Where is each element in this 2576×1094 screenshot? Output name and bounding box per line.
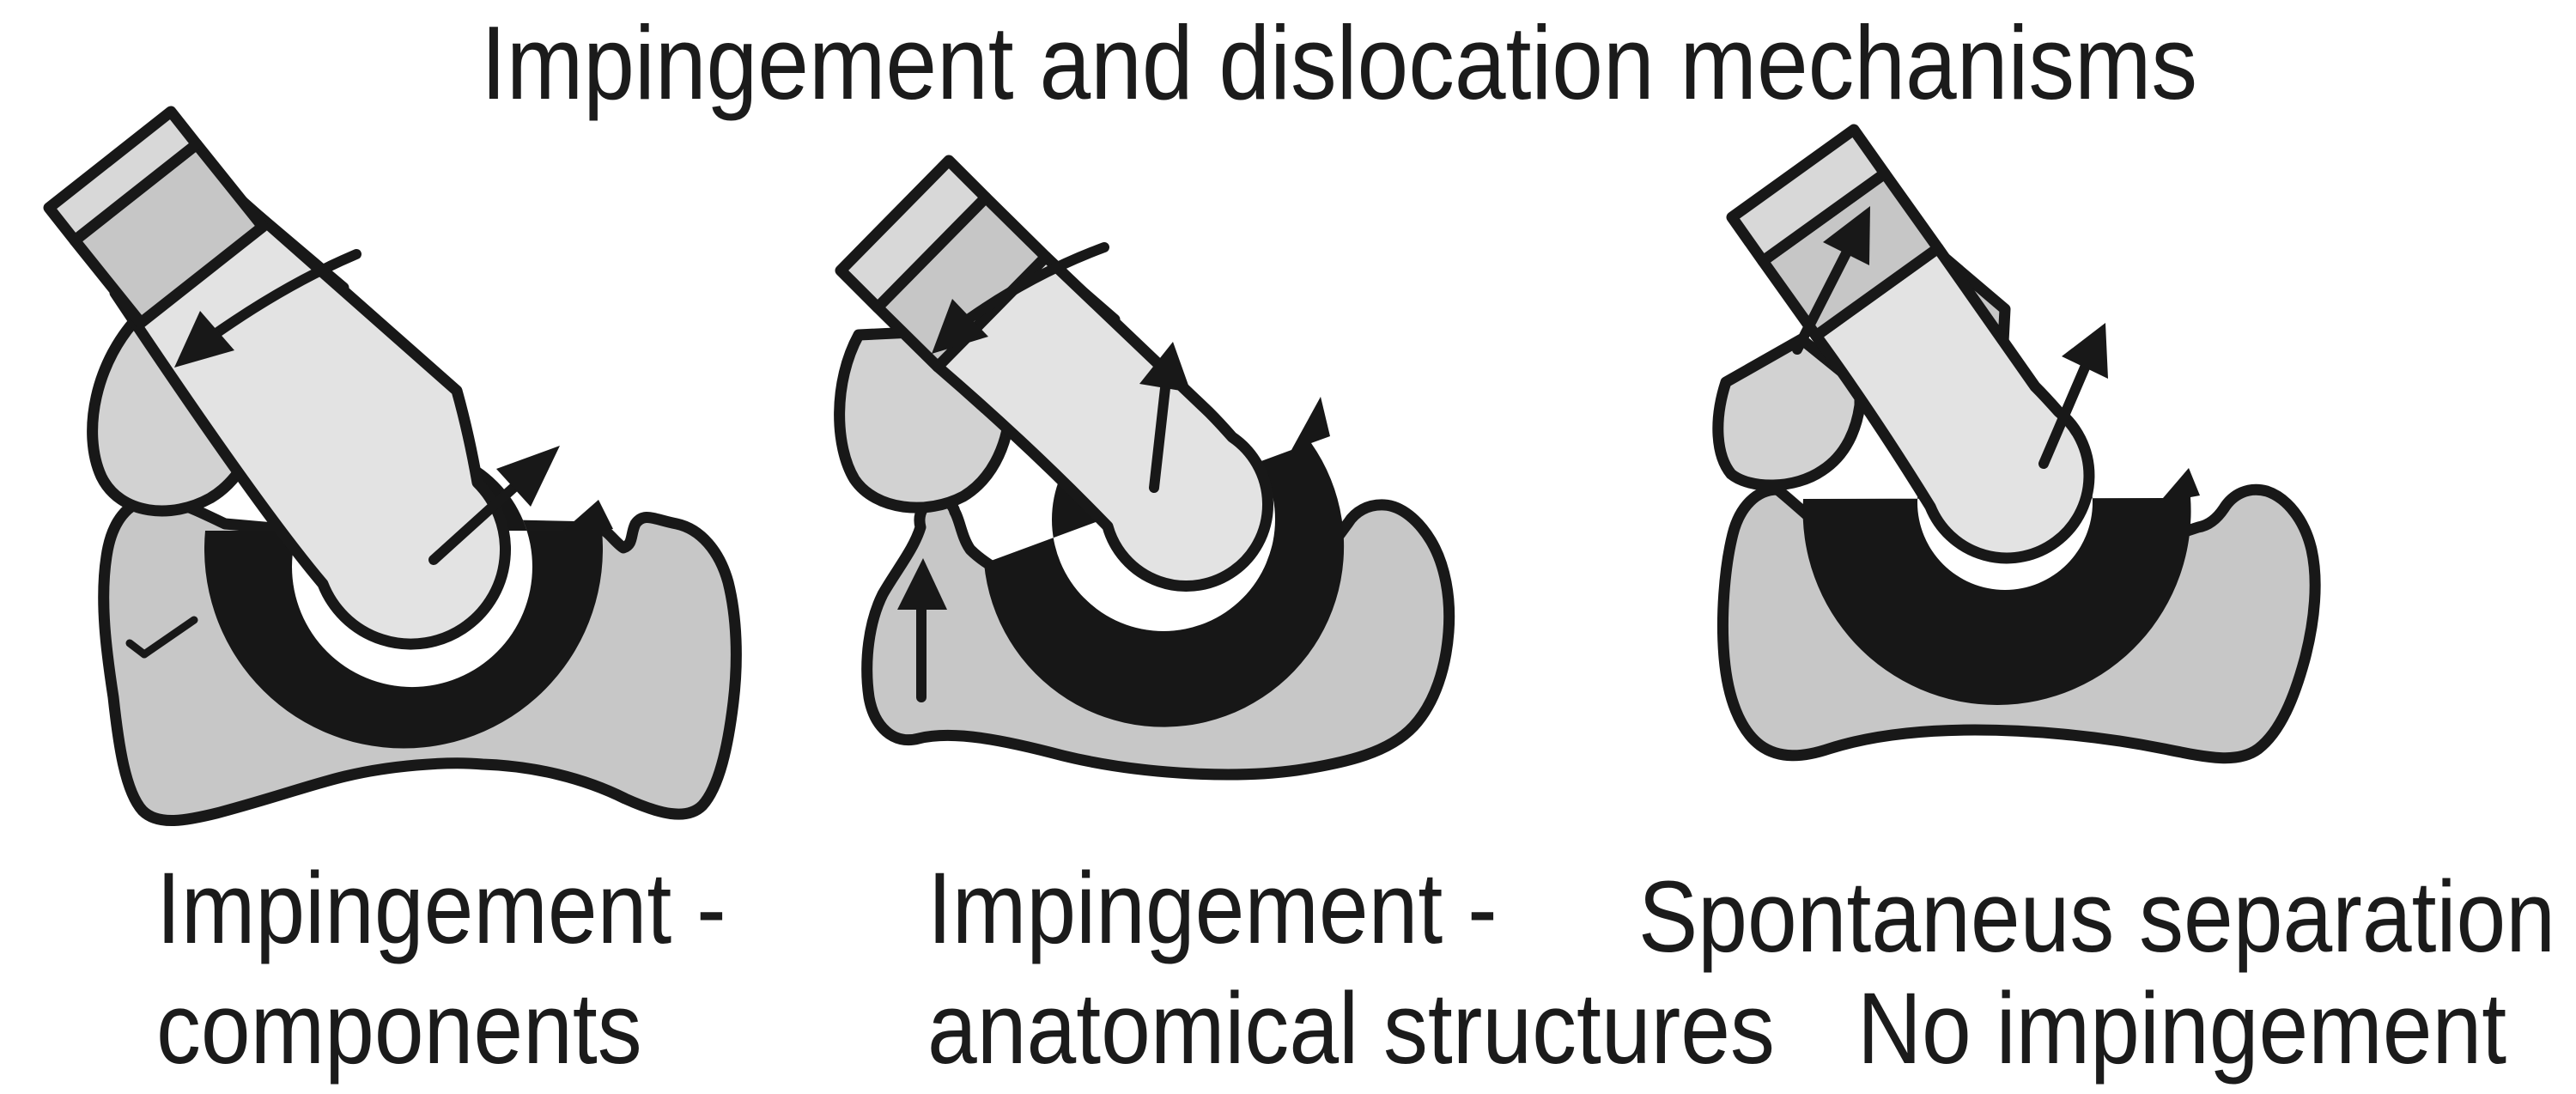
hip-joint-drawing [834, 155, 1455, 781]
dislocation-arrow-icon [428, 446, 560, 565]
caption-impingement-anatomical: Impingement - anatomical structures [927, 848, 1775, 1089]
rotation-arrow-icon [174, 249, 361, 368]
hip-joint-drawing [1712, 124, 2321, 764]
stem-tip [1712, 333, 1866, 491]
dislocation-arrow-icon [2038, 323, 2108, 469]
caption-line: Spontaneus separation [1638, 860, 2556, 974]
dislocation-arrow-icon [1139, 342, 1191, 493]
acetabular-cup [1802, 415, 2200, 705]
caption-line: Impingement - [927, 852, 1498, 965]
stem-cap [1726, 124, 1891, 267]
femoral-stem-and-head [109, 191, 511, 650]
impingement-contact-arrow-icon [897, 558, 947, 702]
illustration-spontaneous-separation [1712, 124, 2321, 764]
femoral-stem-and-head [932, 251, 1273, 592]
caption-impingement-components: Impingement - components [156, 848, 726, 1089]
stem-cap [835, 155, 992, 313]
stem-cap [43, 106, 203, 246]
caption-line: components [156, 972, 642, 1085]
axis-pullout-arrow-icon [1792, 206, 1870, 355]
caption-spontaneous-separation: Spontaneus separation [1638, 857, 2555, 977]
bone-marker-line [125, 616, 198, 659]
hip-joint-drawing [43, 106, 742, 826]
figure-title: Impingement and dislocation mechanisms [481, 4, 2198, 121]
rotation-arrow-icon [932, 242, 1109, 354]
illustration-impingement-components [43, 106, 742, 826]
caption-line: No impingement [1857, 972, 2507, 1085]
caption-line: Impingement - [156, 852, 726, 965]
illustration-impingement-anatomical [834, 155, 1455, 781]
caption-line: anatomical structures [927, 972, 1775, 1085]
caption-no-impingement: No impingement [1857, 969, 2506, 1089]
